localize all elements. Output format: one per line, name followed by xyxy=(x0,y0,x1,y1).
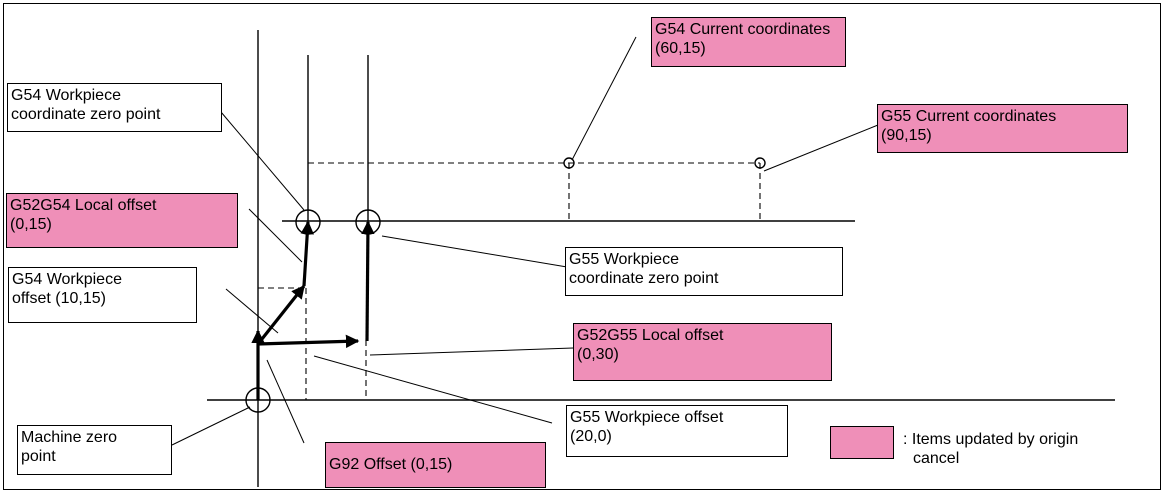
g54-current-leader xyxy=(571,36,637,161)
legend-line-1: : Items updated by origin xyxy=(903,431,1079,448)
g54-zero-line-1: G54 Workpiece xyxy=(11,87,121,104)
machine-zero-label: Machine zero point xyxy=(17,425,172,475)
g54-current-line-2: (60,15) xyxy=(655,40,706,57)
g52g55-local-offset-label: G52G55 Local offset (0,30) xyxy=(573,323,832,381)
g55-current-line-1: G55 Current coordinates xyxy=(881,108,1057,125)
g54-offset-arrow xyxy=(256,284,306,345)
g55-current-coordinates-label: G55 Current coordinates (90,15) xyxy=(877,104,1128,153)
g54-current-line-1: G54 Current coordinates xyxy=(655,21,831,38)
g55-offset-arrow xyxy=(257,334,360,349)
g55-zero-line-1: G55 Workpiece xyxy=(569,251,679,268)
g54-zero-line-2: coordinate zero point xyxy=(11,106,161,123)
g52g54-local-leader xyxy=(248,208,303,263)
g54-workpiece-zero-label: G54 Workpiece coordinate zero point xyxy=(7,83,222,132)
machine-zero-line-2: point xyxy=(21,448,56,465)
g92-offset-line-1: G92 Offset (0,15) xyxy=(329,456,453,473)
g55-workpiece-zero-label: G55 Workpiece coordinate zero point xyxy=(565,247,843,296)
g52g54-local-arrow xyxy=(300,220,314,287)
g54-offset-line-2: offset (10,15) xyxy=(12,290,106,307)
machine-zero-line-1: Machine zero xyxy=(21,429,118,446)
g55-offset-line-2: (20,0) xyxy=(570,428,612,445)
g55-current-leader xyxy=(763,124,879,172)
g52g54-local-offset-label: G52G54 Local offset (0,15) xyxy=(6,193,238,248)
g55-current-marker xyxy=(754,157,766,169)
g55-offset-leader xyxy=(313,355,553,424)
machine-zero-leader xyxy=(171,406,251,446)
g55-offset-line-1: G55 Workpiece offset xyxy=(570,409,724,426)
legend-text: : Items updated by origin cancel xyxy=(903,430,1078,468)
g54-current-marker xyxy=(563,157,575,169)
g55-current-line-2: (90,15) xyxy=(881,127,932,144)
g52g54-line-1: G52G54 Local offset xyxy=(10,197,157,214)
g52g54-line-2: (0,15) xyxy=(10,216,52,233)
g52g55-local-leader xyxy=(369,347,574,356)
g54-current-coordinates-label: G54 Current coordinates (60,15) xyxy=(651,17,846,67)
legend-swatch xyxy=(830,426,894,459)
g52g55-local-arrow xyxy=(361,220,375,342)
g92-offset-label: G92 Offset (0,15) xyxy=(325,442,546,488)
g92-offset-leader xyxy=(266,359,305,444)
diagram-frame xyxy=(3,3,1161,490)
g54-zero-leader xyxy=(220,111,305,211)
g55-zero-line-2: coordinate zero point xyxy=(569,270,719,287)
g54-offset-leader xyxy=(225,288,279,334)
g54-workpiece-offset-label: G54 Workpiece offset (10,15) xyxy=(8,267,197,323)
legend-line-2: cancel xyxy=(913,450,960,467)
g55-zero-leader xyxy=(381,235,574,269)
g55-workpiece-offset-label: G55 Workpiece offset (20,0) xyxy=(566,405,788,457)
g54-offset-line-1: G54 Workpiece xyxy=(12,271,122,288)
g52g55-line-2: (0,30) xyxy=(577,346,619,363)
g52g55-line-1: G52G55 Local offset xyxy=(577,327,724,344)
